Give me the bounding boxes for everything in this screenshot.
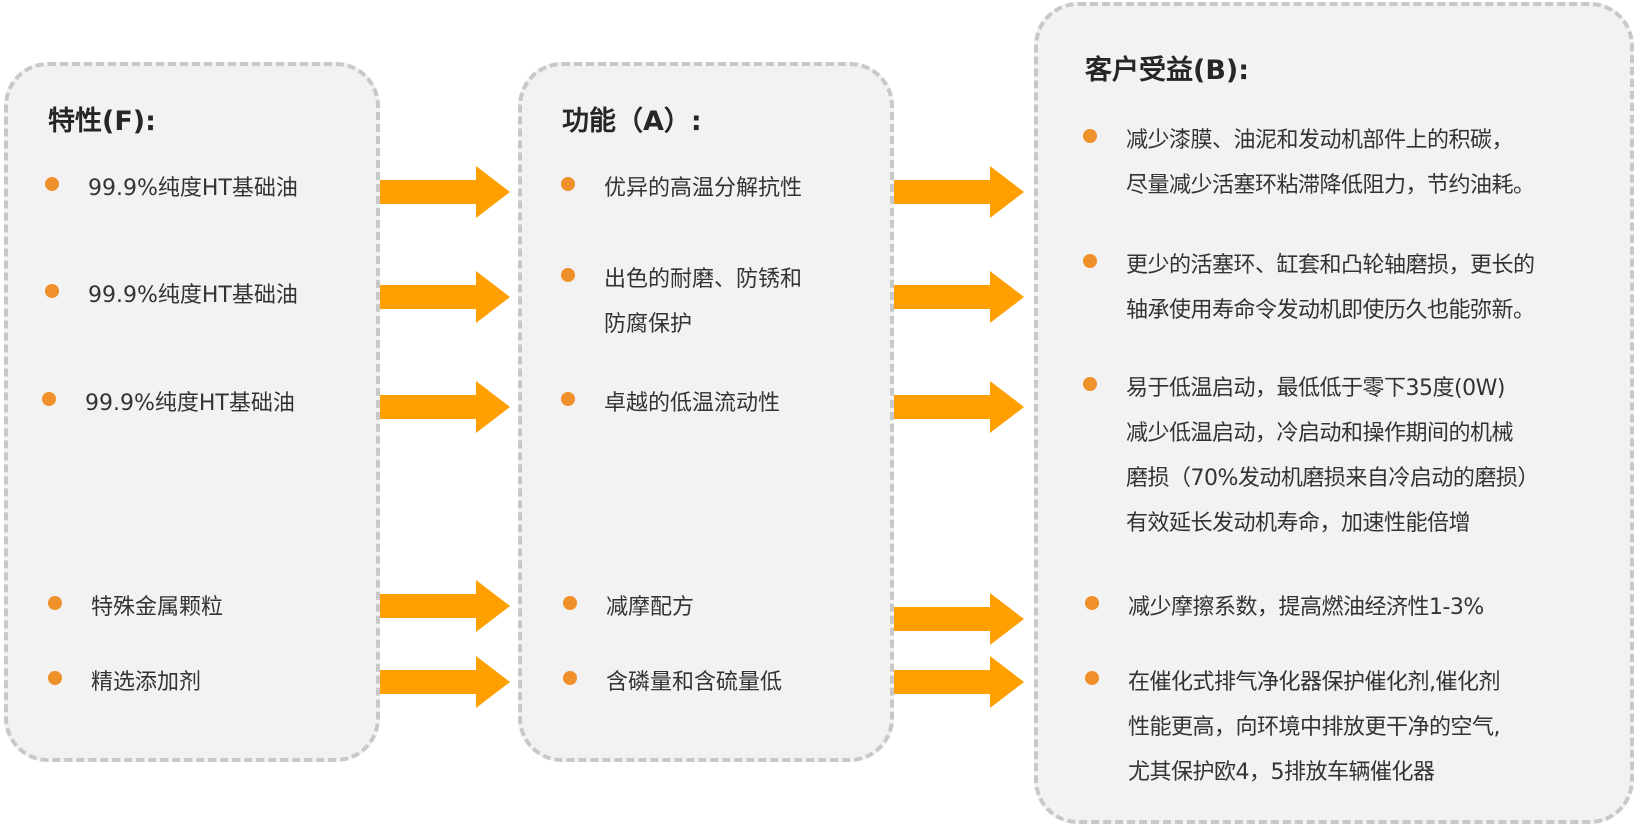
advantage-item-text: 卓越的低温流动性 <box>604 391 781 416</box>
bullet-dot <box>561 177 575 191</box>
arrow-right-icon <box>380 271 510 323</box>
advantage-item: 卓越的低温流动性 <box>561 381 780 426</box>
feature-item-text: 99.9%纯度HT基础油 <box>88 283 298 308</box>
feature-item-text: 精选添加剂 <box>91 670 202 695</box>
arrow-right-icon <box>380 381 510 433</box>
arrow-right-icon <box>894 166 1024 218</box>
arrow-right-icon <box>380 580 510 632</box>
bullet-dot <box>1083 254 1097 268</box>
bullet-dot <box>561 268 575 282</box>
advantage-item: 优异的高温分解抗性 <box>561 166 802 211</box>
benefit-item-text: 更少的活塞环、缸套和凸轮轴磨损，更长的 <box>1126 253 1535 278</box>
bullet-dot <box>1085 596 1099 610</box>
bullet-dot <box>1083 129 1097 143</box>
advantages-title: 功能（A）: <box>562 106 702 137</box>
bullet-dot <box>42 392 56 406</box>
benefit-item-text: 减少漆膜、油泥和发动机部件上的积碳， <box>1126 128 1514 153</box>
benefit-item: 在催化式排气净化器保护催化剂,催化剂 性能更高，向环境中排放更干净的空气, 尤其… <box>1085 660 1501 795</box>
arrow-right-icon <box>894 656 1024 708</box>
advantage-item: 出色的耐磨、防锈和 防腐保护 <box>561 257 802 347</box>
feature-item: 99.9%纯度HT基础油 <box>42 381 295 426</box>
bullet-dot <box>48 596 62 610</box>
feature-item: 99.9%纯度HT基础油 <box>45 273 298 318</box>
features-title: 特性(F): <box>48 106 156 137</box>
bullet-dot <box>1085 671 1099 685</box>
advantages-panel: 功能（A）: <box>518 62 894 762</box>
feature-item: 99.9%纯度HT基础油 <box>45 166 298 211</box>
benefit-item-text: 性能更高，向环境中排放更干净的空气, <box>1128 715 1501 740</box>
arrow-right-icon <box>894 271 1024 323</box>
feature-item-text: 特殊金属颗粒 <box>91 595 224 620</box>
benefit-item: 减少漆膜、油泥和发动机部件上的积碳， 尽量减少活塞环粘滞降低阻力，节约油耗。 <box>1083 118 1535 208</box>
benefit-item-text: 减少摩擦系数，提高燃油经济性1-3% <box>1128 595 1484 620</box>
bullet-dot <box>48 671 62 685</box>
arrow-right-icon <box>894 381 1024 433</box>
features-panel: 特性(F): <box>4 62 380 762</box>
bullet-dot <box>1083 377 1097 391</box>
bullet-dot <box>45 177 59 191</box>
bullet-dot <box>45 284 59 298</box>
feature-item-text: 99.9%纯度HT基础油 <box>85 391 295 416</box>
benefit-item-text: 尤其保护欧4，5排放车辆催化器 <box>1128 760 1435 785</box>
benefit-item: 更少的活塞环、缸套和凸轮轴磨损，更长的 轴承使用寿命令发动机即使历久也能弥新。 <box>1083 243 1535 333</box>
benefit-item: 易于低温启动，最低低于零下35度(0W) 减少低温启动，冷启动和操作期间的机械 … <box>1083 366 1539 546</box>
arrow-right-icon <box>894 593 1024 645</box>
benefit-item-text: 尽量减少活塞环粘滞降低阻力，节约油耗。 <box>1126 173 1535 198</box>
advantage-item: 减摩配方 <box>563 585 694 630</box>
benefit-item-text: 有效延长发动机寿命，加速性能倍增 <box>1126 511 1471 536</box>
advantage-item-text: 出色的耐磨、防锈和 <box>604 267 803 292</box>
advantage-item: 含磷量和含硫量低 <box>563 660 782 705</box>
benefit-item: 减少摩擦系数，提高燃油经济性1-3% <box>1085 585 1484 630</box>
advantage-item-text: 优异的高温分解抗性 <box>604 176 803 201</box>
advantage-item-text: 含磷量和含硫量低 <box>606 670 783 695</box>
bullet-dot <box>563 596 577 610</box>
arrow-right-icon <box>380 656 510 708</box>
feature-item: 精选添加剂 <box>48 660 201 705</box>
benefits-title: 客户受益(B): <box>1085 55 1250 86</box>
benefit-item-text: 轴承使用寿命令发动机即使历久也能弥新。 <box>1126 298 1535 323</box>
benefits-panel: 客户受益(B): <box>1034 2 1634 824</box>
benefit-item-text: 在催化式排气净化器保护催化剂,催化剂 <box>1128 670 1501 695</box>
benefit-item-text: 减少低温启动，冷启动和操作期间的机械 <box>1126 421 1514 446</box>
bullet-dot <box>561 392 575 406</box>
bullet-dot <box>563 671 577 685</box>
advantage-item-text: 减摩配方 <box>606 595 695 620</box>
benefit-item-text: 磨损（70%发动机磨损来自冷启动的磨损） <box>1126 466 1539 491</box>
feature-item-text: 99.9%纯度HT基础油 <box>88 176 298 201</box>
advantage-item-text: 防腐保护 <box>604 312 693 337</box>
benefit-item-text: 易于低温启动，最低低于零下35度(0W) <box>1126 376 1505 401</box>
feature-item: 特殊金属颗粒 <box>48 585 223 630</box>
arrow-right-icon <box>380 166 510 218</box>
